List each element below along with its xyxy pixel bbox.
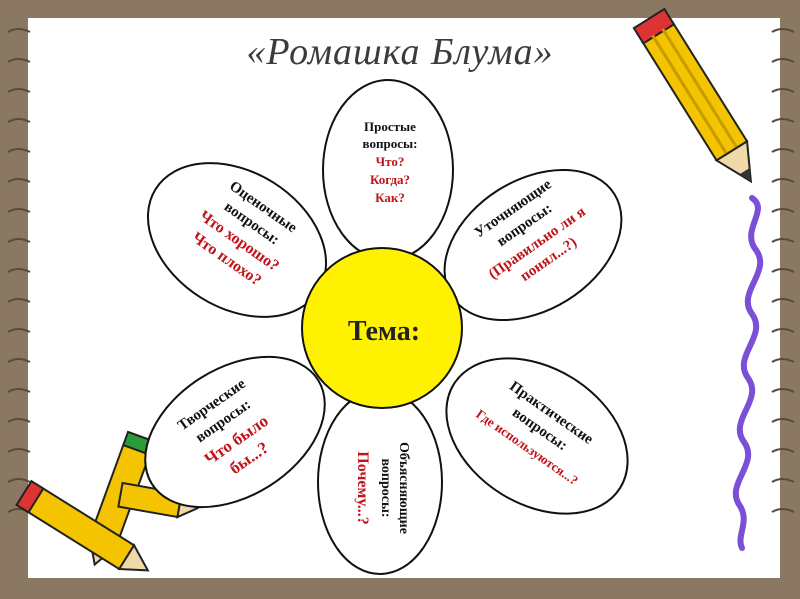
petal-bottom-line-2: вопросы: — [378, 458, 393, 517]
petal-top-line-1: Простые — [364, 119, 416, 134]
petal-bottom-text: Объясняющие вопросы: Почему...? — [354, 442, 411, 534]
petal-top-red-3: Как? — [375, 190, 405, 205]
petal-top-red-2: Когда? — [370, 172, 410, 187]
petal-bottom-line-1: Объясняющие — [396, 442, 411, 534]
center-circle — [301, 247, 463, 409]
petal-top — [322, 79, 454, 261]
petal-bottom-red-1: Почему...? — [354, 451, 371, 524]
pencil-top-right-icon — [632, 7, 753, 184]
petal-top-line-2: вопросы: — [363, 136, 418, 151]
center-label: Тема: — [348, 316, 420, 347]
petal-top-text: Простые вопросы: Что? Когда? Как? — [363, 119, 418, 205]
ring-marks-right — [771, 28, 795, 513]
page-title: «Ромашка Блума» — [246, 31, 554, 73]
petal-bottom-left — [144, 355, 326, 509]
crayons-bottom-left-icon — [15, 430, 200, 572]
petal-top-red-1: Что? — [376, 154, 405, 169]
petal-bottom-right — [445, 357, 629, 515]
squiggle-decoration — [732, 195, 764, 551]
